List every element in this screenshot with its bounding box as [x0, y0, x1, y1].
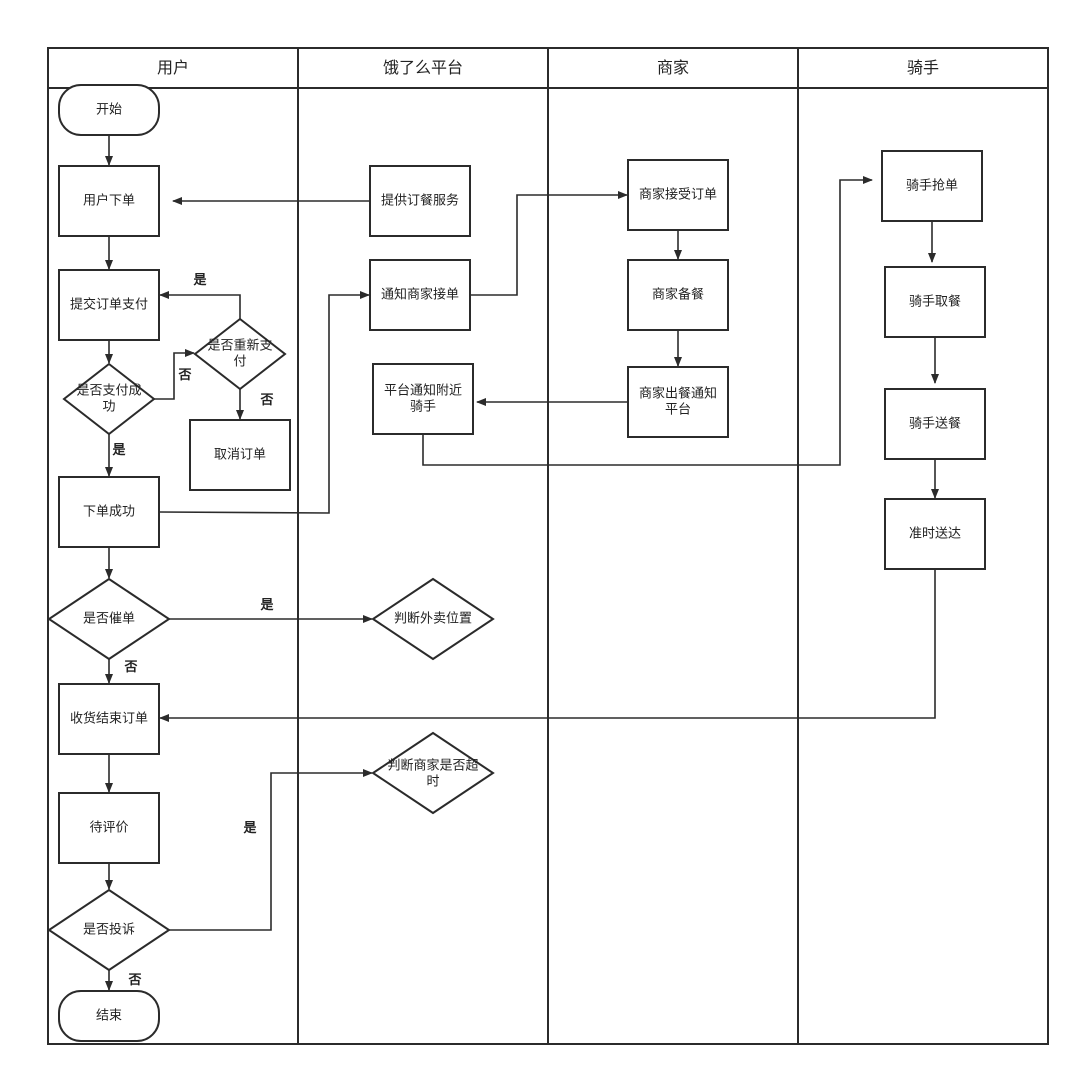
label-repay-no: 否 — [259, 393, 273, 408]
receive-end-label: 收货结束订单 — [70, 711, 148, 727]
edge-ontime-to-receive — [159, 569, 936, 722]
nodes: 开始 用户下单 提交订单支付 是否支付成 功 是否重新支 付 取消订单 下单成功 — [47, 84, 986, 1042]
notify-rider-box: 平台通知附近 骑手 — [372, 363, 474, 435]
order-success-box: 下单成功 — [58, 476, 160, 548]
edge-notifyrider-to-grab — [422, 176, 873, 466]
label-complaint-no: 否 — [127, 973, 141, 988]
edge-notify-to-accept — [471, 191, 628, 296]
pay-success-decision: 是否支付成 功 — [62, 362, 156, 436]
judge-timeout-label-line1: 判断商家是否超 — [387, 758, 478, 774]
edge-repay-yes — [159, 291, 241, 319]
judge-location-label: 判断外卖位置 — [394, 612, 472, 627]
merchant-prepare-label: 商家备餐 — [652, 287, 704, 303]
merchant-ready-label-line2: 平台 — [665, 403, 691, 418]
cancel-order-box: 取消订单 — [189, 419, 291, 491]
end-label: 结束 — [96, 1009, 122, 1024]
judge-timeout-label-line2: 时 — [426, 775, 439, 790]
start-label: 开始 — [96, 103, 122, 118]
user-order-box: 用户下单 — [58, 165, 160, 237]
end-terminal: 结束 — [58, 990, 160, 1042]
lane-title-user: 用户 — [157, 58, 189, 77]
rider-pickup-label: 骑手取餐 — [909, 294, 961, 310]
urge-decision: 是否催单 — [47, 577, 171, 661]
rider-grab-label: 骑手抢单 — [906, 178, 958, 194]
user-order-label: 用户下单 — [83, 193, 135, 209]
edge-complaint-yes — [169, 769, 373, 931]
pay-success-label-line2: 功 — [102, 400, 115, 415]
complaint-decision: 是否投诉 — [47, 888, 171, 972]
start-terminal: 开始 — [58, 84, 160, 136]
provide-service-box: 提供订餐服务 — [369, 165, 471, 237]
swimlane-frame: 用户 饿了么平台 商家 骑手 — [47, 47, 1049, 1045]
label-complaint-yes: 是 — [242, 821, 257, 836]
notify-rider-label-line2: 骑手 — [410, 400, 436, 415]
rider-grab-box: 骑手抢单 — [881, 150, 983, 222]
edge-success-to-notify — [158, 291, 370, 514]
repay-decision: 是否重新支 付 — [193, 317, 287, 391]
rider-deliver-label: 骑手送餐 — [909, 416, 961, 432]
judge-location-decision: 判断外卖位置 — [371, 577, 495, 661]
to-review-box: 待评价 — [58, 792, 160, 864]
merchant-ready-box: 商家出餐通知 平台 — [627, 366, 729, 438]
cancel-order-label: 取消订单 — [214, 448, 266, 463]
lane-title-platform: 饿了么平台 — [383, 58, 463, 77]
label-repay-yes: 是 — [192, 273, 207, 288]
repay-label-line1: 是否重新支 — [207, 338, 272, 354]
notify-merchant-label: 通知商家接单 — [381, 287, 459, 303]
judge-timeout-decision: 判断商家是否超 时 — [371, 731, 495, 815]
to-review-label: 待评价 — [89, 821, 128, 836]
merchant-accept-label: 商家接受订单 — [639, 187, 717, 203]
submit-pay-box: 提交订单支付 — [58, 269, 160, 341]
lane-title-merchant: 商家 — [657, 58, 689, 77]
label-pay-yes: 是 — [111, 443, 126, 458]
edges — [105, 135, 939, 991]
provide-service-label: 提供订餐服务 — [381, 193, 459, 209]
pay-success-label-line1: 是否支付成 — [76, 384, 141, 399]
submit-pay-label: 提交订单支付 — [70, 297, 148, 313]
rider-deliver-box: 骑手送餐 — [884, 388, 986, 460]
notify-merchant-box: 通知商家接单 — [369, 259, 471, 331]
lane-title-rider: 骑手 — [907, 58, 939, 77]
on-time-label: 准时送达 — [909, 527, 961, 542]
notify-rider-label-line1: 平台通知附近 — [384, 383, 462, 399]
edge-labels: 是 否 否 是 是 否 是 否 — [111, 273, 274, 988]
receive-end-box: 收货结束订单 — [58, 683, 160, 755]
on-time-box: 准时送达 — [884, 498, 986, 570]
label-urge-yes: 是 — [259, 598, 274, 613]
repay-label-line2: 付 — [233, 355, 246, 370]
label-pay-no: 否 — [177, 368, 191, 383]
rider-pickup-box: 骑手取餐 — [884, 266, 986, 338]
edge-pay-no — [154, 349, 195, 400]
merchant-accept-box: 商家接受订单 — [627, 159, 729, 231]
urge-label: 是否催单 — [83, 612, 135, 627]
complaint-label: 是否投诉 — [83, 922, 135, 938]
label-urge-no: 否 — [123, 660, 137, 675]
merchant-ready-label-line1: 商家出餐通知 — [639, 386, 717, 402]
order-success-label: 下单成功 — [83, 505, 135, 520]
merchant-prepare-box: 商家备餐 — [627, 259, 729, 331]
